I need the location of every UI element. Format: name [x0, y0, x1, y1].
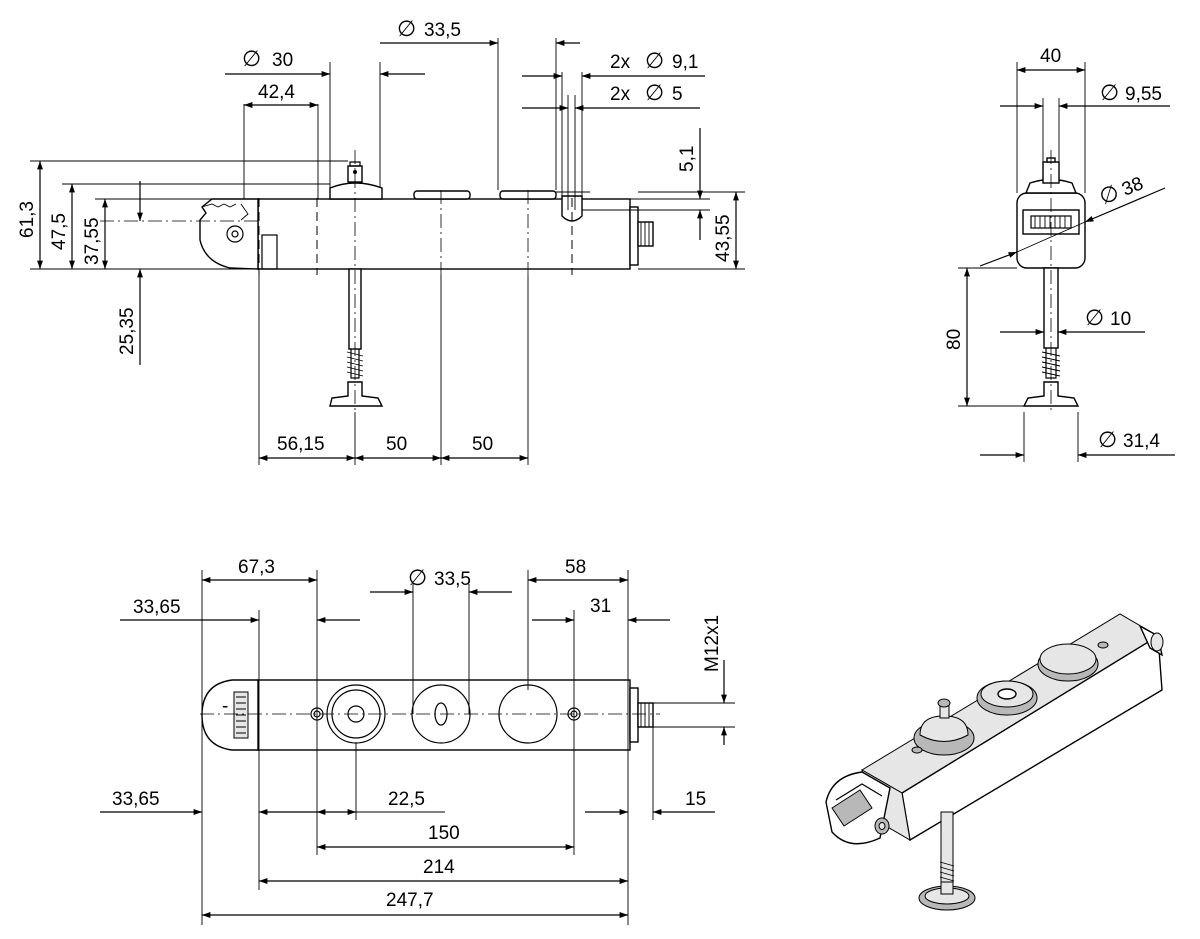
- front-dia-5-symbol: ∅: [645, 80, 664, 105]
- top-dim-150: 150: [428, 823, 460, 844]
- button-1: [329, 182, 383, 200]
- top-dia-33-5-symbol: ∅: [408, 565, 427, 590]
- side-dim-40: 40: [1040, 46, 1061, 67]
- top-minus-sign: -: [222, 696, 228, 717]
- front-dim-d5: 5: [672, 84, 683, 105]
- actuator-foot: [329, 381, 384, 407]
- front-dimensions: ∅ 30 42,4 ∅ 33,5 2x ∅ 9,1 2x ∅ 5 61,3 47…: [17, 16, 745, 465]
- button-2: [413, 190, 471, 200]
- top-dim-58: 58: [565, 557, 586, 578]
- front-dia-33-5-symbol: ∅: [397, 16, 416, 41]
- front-dim-37-55: 37,55: [82, 217, 103, 265]
- top-dim-67-3: 67,3: [238, 557, 275, 578]
- top-dim-22-5: 22,5: [388, 789, 425, 810]
- m12-connector: [637, 221, 654, 247]
- side-dim-d10: 10: [1110, 309, 1131, 330]
- front-dim-5-prefix: 2x: [610, 84, 631, 105]
- top-m12-connector: [637, 702, 654, 728]
- top-connector-block: [629, 687, 639, 743]
- front-view: [100, 150, 654, 412]
- front-dim-25-35: 25,35: [117, 307, 138, 355]
- top-dim-m12: M12x1: [702, 615, 723, 672]
- side-dia-38-symbol: ∅: [1096, 179, 1123, 209]
- front-dim-43-55: 43,55: [713, 214, 734, 262]
- head-screw: [226, 225, 244, 243]
- front-dim-47-5: 47,5: [49, 213, 70, 250]
- front-dim-5-1: 5,1: [677, 146, 698, 172]
- top-view: -: [200, 679, 660, 751]
- side-dia-31-4-symbol: ∅: [1098, 427, 1117, 452]
- iso-rod: [940, 811, 954, 883]
- top-dim-214: 214: [423, 857, 455, 878]
- front-dim-9-1-prefix: 2x: [610, 52, 631, 73]
- front-dim-50-a: 50: [386, 434, 407, 455]
- side-view: [1016, 150, 1086, 412]
- front-dim-56-15: 56,15: [277, 434, 325, 455]
- top-dimensions: 67,3 ∅ 33,5 58 33,65 31 M12x1 33,65 22,5: [100, 557, 735, 925]
- top-dim-33-65-bot: 33,65: [112, 789, 160, 810]
- locking-head: [199, 198, 259, 270]
- front-dim-42-4: 42,4: [258, 82, 295, 103]
- side-dim-d38: 38: [1119, 173, 1146, 200]
- isometric-view: [825, 613, 1164, 911]
- top-head: [201, 679, 259, 751]
- front-dim-d30: 30: [272, 50, 293, 71]
- side-dia-9-55-symbol: ∅: [1100, 80, 1119, 105]
- front-dia-9-1-symbol: ∅: [645, 48, 664, 73]
- connector-block: [629, 206, 639, 266]
- top-dim-d33-5: 33,5: [434, 569, 471, 590]
- side-dim-d9-55: 9,55: [1125, 84, 1162, 105]
- top-dim-33-65-top: 33,65: [133, 597, 181, 618]
- top-dim-247-7: 247,7: [386, 890, 434, 911]
- top-dim-15: 15: [685, 789, 706, 810]
- mounting-slot: [561, 195, 583, 222]
- front-dim-d33-5: 33,5: [424, 20, 461, 41]
- side-dim-d31-4: 31,4: [1123, 431, 1160, 452]
- side-dim-80: 80: [944, 329, 965, 350]
- front-dim-61-3: 61,3: [17, 201, 38, 238]
- front-dim-50-b: 50: [472, 434, 493, 455]
- top-dim-31: 31: [590, 596, 611, 617]
- side-dia-10-symbol: ∅: [1085, 305, 1104, 330]
- front-dim-d9-1: 9,1: [672, 52, 698, 73]
- front-dia-30-symbol: ∅: [242, 46, 261, 71]
